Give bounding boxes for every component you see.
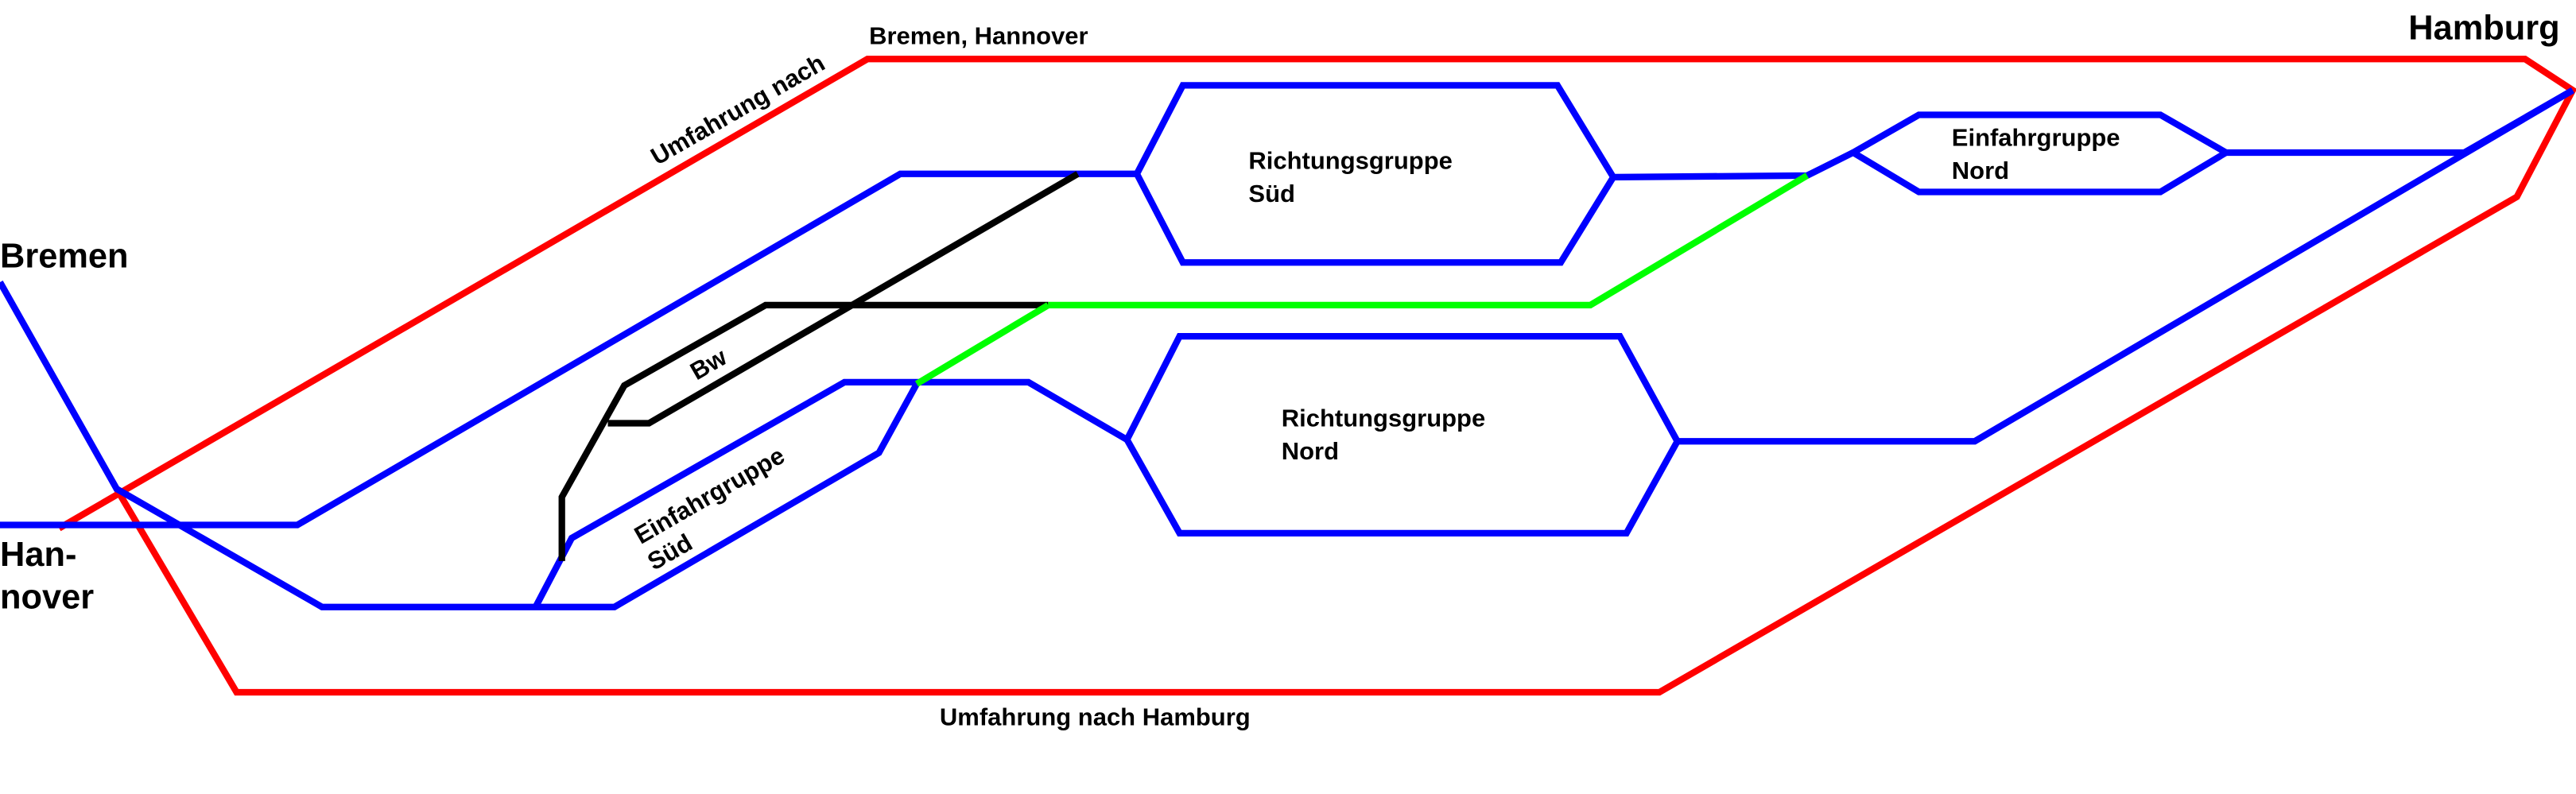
bremen-line bbox=[0, 280, 920, 610]
richtungsgruppe-sued-label-1: Richtungsgruppe bbox=[1248, 147, 1452, 175]
hannover-line bbox=[0, 170, 1137, 529]
richtungsgruppe-nord-label-2: Nord bbox=[1282, 437, 1339, 465]
einfahrgruppe-nord-label-2: Nord bbox=[1952, 157, 2009, 184]
richtungsgruppe-nord-label-1: Richtungsgruppe bbox=[1282, 405, 1485, 432]
city-label-hamburg: Hamburg bbox=[2408, 10, 2559, 48]
city-label-hannover-2: nover bbox=[0, 579, 94, 617]
einfahrgruppe-nord-label-1: Einfahrgruppe bbox=[1952, 124, 2120, 152]
connection-tracks bbox=[914, 172, 1810, 387]
connection-track-link bbox=[914, 302, 1050, 387]
bypass-label-south: Umfahrung nach Hamburg bbox=[940, 703, 1251, 730]
richtungsgruppe-sued-label-2: Süd bbox=[1248, 180, 1295, 207]
depot-track-main bbox=[558, 301, 1049, 561]
hamburg-line-south bbox=[1677, 87, 2574, 445]
city-label-bremen: Bremen bbox=[0, 237, 129, 275]
bypass-label-north-2: Bremen, Hannover bbox=[869, 22, 1088, 50]
city-label-hannover-1: Han- bbox=[0, 536, 76, 574]
depot-track-diagonal bbox=[607, 171, 1080, 427]
connection-track-main bbox=[1048, 172, 1810, 309]
bypass-track bbox=[57, 56, 2576, 696]
depot-tracks bbox=[558, 171, 1080, 561]
